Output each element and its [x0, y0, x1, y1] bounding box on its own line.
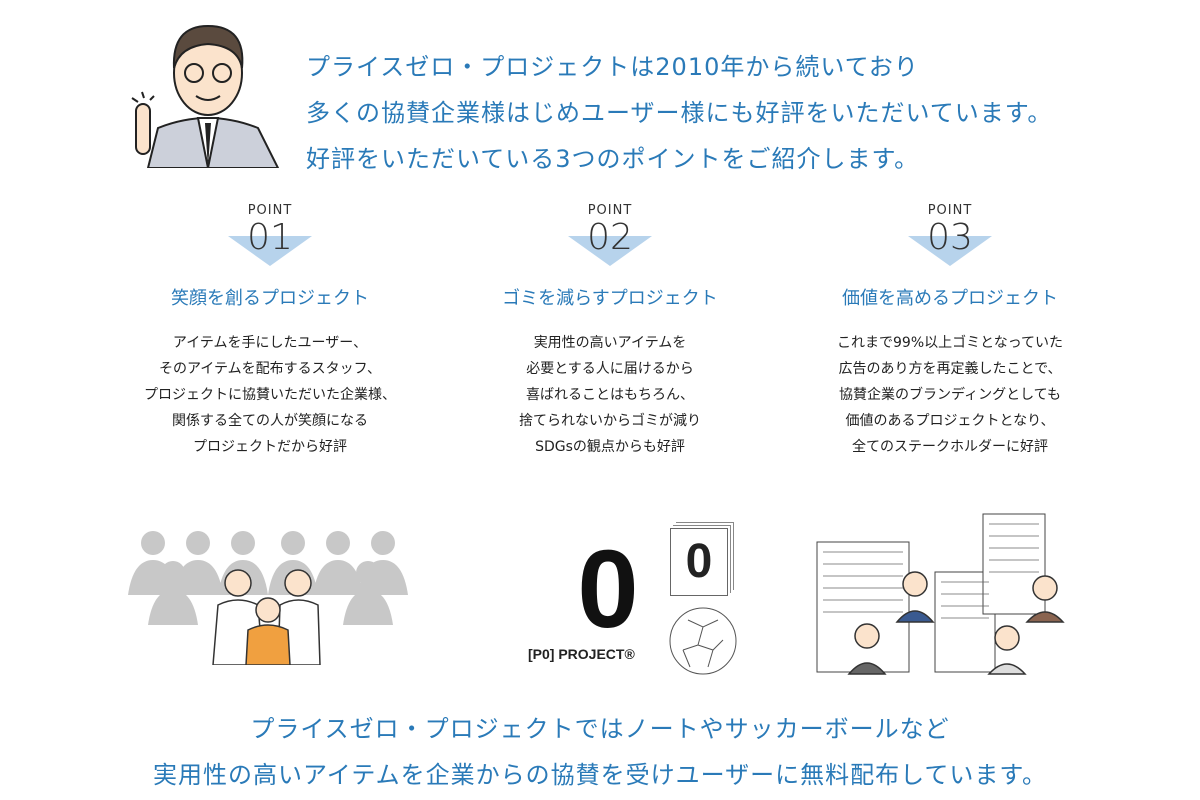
- intro-line: 多くの協賛企業様はじめユーザー様にも好評をいただいています。: [306, 99, 1053, 127]
- presenter-illustration: [131, 24, 280, 168]
- desc-line: 喜ばれることはもちろん、: [526, 387, 694, 403]
- point-label: POINT: [587, 203, 633, 218]
- desc-line: これまで99%以上ゴミとなっていた: [837, 335, 1063, 351]
- point-number: 03: [927, 217, 973, 258]
- point-description: 実用性の高いアイテムを必要とする人に届けるから喜ばれることはもちろん、捨てられな…: [440, 330, 780, 460]
- desc-line: アイテムを手にしたユーザー、: [172, 335, 368, 351]
- soccer-ball-icon: [669, 607, 737, 675]
- outro-line: 実用性の高いアイテムを企業からの協賛を受けユーザーに無料配布しています。: [153, 761, 1047, 789]
- triangle-marker: [228, 236, 312, 266]
- point-02: POINT 02 ゴミを減らすプロジェクト 実用性の高いアイテムを必要とする人に…: [440, 203, 780, 460]
- triangle-marker: [908, 236, 992, 266]
- desc-line: SDGsの観点からも好評: [535, 439, 685, 455]
- logo-text: [P0] PROJECT®: [528, 646, 635, 662]
- intro-line: 好評をいただいている3つのポイントをご紹介します。: [306, 145, 920, 173]
- point-title: 価値を高めるプロジェクト: [842, 288, 1058, 309]
- desc-line: プロジェクトだから好評: [193, 439, 347, 455]
- buildings-business-people-illustration: [816, 513, 1065, 675]
- desc-line: 関係する全ての人が笑顔になる: [172, 413, 368, 429]
- desc-line: プロジェクトに協賛いただいた企業様、: [144, 387, 396, 403]
- point-title: ゴミを減らすプロジェクト: [502, 288, 718, 309]
- desc-line: 広告のあり方を再定義したことで、: [838, 361, 1062, 377]
- desc-line: 捨てられないからゴミが減り: [519, 413, 701, 429]
- outro-text: プライスゼロ・プロジェクトではノートやサッカーボールなど 実用性の高いアイテムを…: [0, 706, 1200, 798]
- point-label: POINT: [247, 203, 293, 218]
- intro-line: プライスゼロ・プロジェクトは2010年から続いており: [306, 53, 919, 81]
- p0-project-logo: 0 [P0] PROJECT®: [528, 535, 678, 680]
- point-title: 笑顔を創るプロジェクト: [171, 288, 369, 309]
- point-number: 01: [247, 217, 293, 258]
- point-description: これまで99%以上ゴミとなっていた広告のあり方を再定義したことで、協賛企業のブラ…: [780, 330, 1120, 460]
- desc-line: 必要とする人に届けるから: [526, 361, 694, 377]
- point-03: POINT 03 価値を高めるプロジェクト これまで99%以上ゴミとなっていた広…: [780, 203, 1120, 460]
- intro-text: プライスゼロ・プロジェクトは2010年から続いており 多くの協賛企業様はじめユー…: [306, 44, 1052, 182]
- desc-line: 実用性の高いアイテムを: [533, 335, 687, 351]
- crowd-illustration: [128, 531, 408, 665]
- desc-line: 全てのステークホルダーに好評: [852, 439, 1048, 455]
- point-description: アイテムを手にしたユーザー、そのアイテムを配布するスタッフ、プロジェクトに協賛い…: [100, 330, 440, 460]
- desc-line: 協賛企業のブランディングとしても: [839, 387, 1061, 403]
- logo-zero: 0: [577, 528, 639, 651]
- desc-line: 価値のあるプロジェクトとなり、: [845, 413, 1055, 429]
- notebook-stack-icon: 0: [670, 528, 728, 596]
- outro-line: プライスゼロ・プロジェクトではノートやサッカーボールなど: [250, 715, 950, 743]
- point-number: 02: [587, 217, 633, 258]
- point-01: POINT 01 笑顔を創るプロジェクト アイテムを手にしたユーザー、そのアイテ…: [100, 203, 440, 460]
- point-label: POINT: [927, 203, 973, 218]
- triangle-marker: [568, 236, 652, 266]
- desc-line: そのアイテムを配布するスタッフ、: [158, 361, 382, 377]
